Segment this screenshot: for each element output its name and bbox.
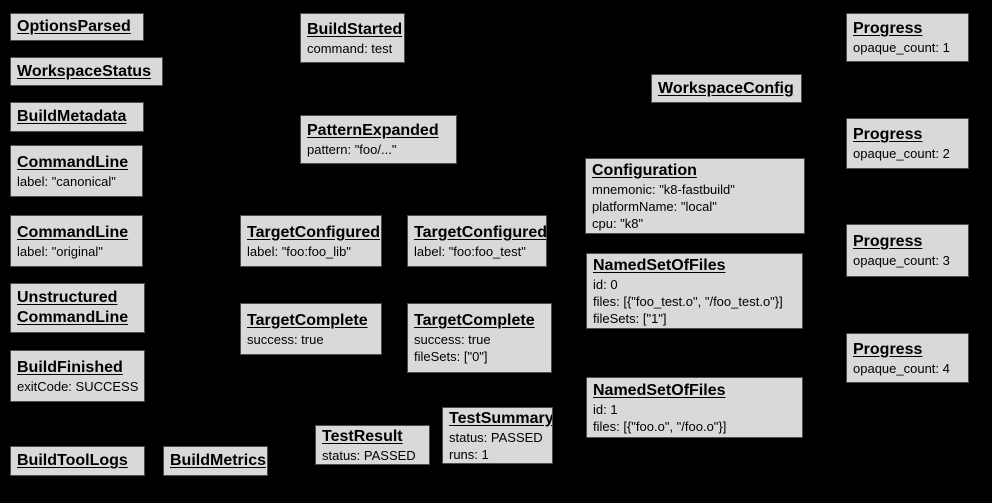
node-progress-2: Progress opaque_count: 2 xyxy=(846,118,969,169)
node-target-complete-foo-lib: TargetComplete success: true xyxy=(240,303,382,355)
node-title: Configuration xyxy=(592,161,697,179)
node-title: BuildMetrics xyxy=(170,452,267,469)
node-title: BuildToolLogs xyxy=(17,452,128,469)
node-workspace-config: WorkspaceConfig xyxy=(651,74,802,103)
node-field: exitCode: SUCCESS xyxy=(17,378,139,394)
node-title: BuildMetadata xyxy=(17,108,127,125)
node-build-started: BuildStarted command: test xyxy=(300,13,405,63)
node-field: opaque_count: 3 xyxy=(853,253,950,268)
node-unstructured-command-line: Unstructured CommandLine xyxy=(10,283,145,333)
node-field: opaque_count: 1 xyxy=(853,40,950,55)
node-title: NamedSetOfFiles xyxy=(593,381,726,399)
node-field: files: [{"foo.o", "/foo.o"}] xyxy=(593,418,727,434)
node-build-metrics: BuildMetrics xyxy=(163,446,268,476)
node-field: opaque_count: 4 xyxy=(853,360,950,376)
node-title: BuildFinished xyxy=(17,358,123,376)
node-title: BuildStarted xyxy=(307,20,403,38)
node-title: TargetComplete xyxy=(414,312,535,329)
node-field: files: [{"foo_test.o", "/foo_test.o"}] xyxy=(593,293,783,309)
node-target-complete-foo-test: TargetComplete success: true fileSets: ["0… xyxy=(407,303,552,373)
node-target-configured-foo-test: TargetConfigured label: "foo:foo_test" xyxy=(407,215,547,267)
node-field: label: "foo:foo_test" xyxy=(414,243,526,259)
node-field: label: "canonical" xyxy=(17,173,116,189)
node-field: success: true xyxy=(247,331,324,347)
node-title: NamedSetOfFiles xyxy=(593,256,726,274)
node-field: platformName: "local" xyxy=(592,198,717,214)
node-title: TargetConfigured xyxy=(247,223,381,241)
node-title: TestResult xyxy=(322,427,403,445)
node-command-line-original: CommandLine label: "original" xyxy=(10,215,143,267)
node-workspace-status: WorkspaceStatus xyxy=(10,57,163,86)
node-title: Progress xyxy=(853,340,923,358)
node-field: label: "foo:foo_lib" xyxy=(247,243,351,259)
node-title: Progress xyxy=(853,126,923,143)
node-field: fileSets: ["1"] xyxy=(593,310,667,326)
node-field: cpu: "k8" xyxy=(592,215,644,231)
node-field: command: test xyxy=(307,40,393,56)
node-title: OptionsParsed xyxy=(17,18,131,35)
node-configuration: Configuration mnemonic: "k8-fastbuild"pla… xyxy=(585,158,805,234)
node-field: status: PASSED xyxy=(322,447,416,463)
node-command-line-canonical: CommandLine label: "canonical" xyxy=(10,145,143,197)
node-target-configured-foo-lib: TargetConfigured label: "foo:foo_lib" xyxy=(240,215,382,267)
node-progress-1: Progress opaque_count: 1 xyxy=(846,13,969,62)
node-title: WorkspaceConfig xyxy=(658,79,794,97)
node-options-parsed: OptionsParsed xyxy=(10,13,144,41)
node-progress-3: Progress opaque_count: 3 xyxy=(846,224,969,277)
node-title: TestSummary xyxy=(449,409,553,427)
node-title: Unstructured CommandLine xyxy=(17,289,129,326)
node-title: Progress xyxy=(853,20,923,37)
node-field: fileSets: ["0"] xyxy=(414,349,488,364)
node-field: status: PASSED xyxy=(449,429,543,445)
node-field: runs: 1 xyxy=(449,446,489,462)
node-field: success: true xyxy=(414,332,491,347)
node-title: PatternExpanded xyxy=(307,122,439,139)
node-pattern-expanded: PatternExpanded pattern: "foo/..." xyxy=(300,115,457,164)
node-build-metadata: BuildMetadata xyxy=(10,102,144,132)
node-title: WorkspaceStatus xyxy=(17,62,151,80)
node-test-result: TestResult status: PASSED xyxy=(315,425,430,465)
node-title: CommandLine xyxy=(17,153,129,171)
node-field: label: "original" xyxy=(17,243,103,259)
node-field: id: 0 xyxy=(593,276,618,292)
node-progress-4: Progress opaque_count: 4 xyxy=(846,333,969,383)
node-title: TargetComplete xyxy=(247,311,368,329)
node-field: mnemonic: "k8-fastbuild" xyxy=(592,181,735,197)
node-field: opaque_count: 2 xyxy=(853,146,950,161)
node-field: pattern: "foo/..." xyxy=(307,142,397,157)
node-build-tool-logs: BuildToolLogs xyxy=(10,446,145,476)
node-title: TargetConfigured xyxy=(414,223,547,241)
node-build-finished: BuildFinished exitCode: SUCCESS xyxy=(10,350,145,402)
node-title: Progress xyxy=(853,233,923,250)
node-title: CommandLine xyxy=(17,223,129,241)
node-field: id: 1 xyxy=(593,401,618,417)
